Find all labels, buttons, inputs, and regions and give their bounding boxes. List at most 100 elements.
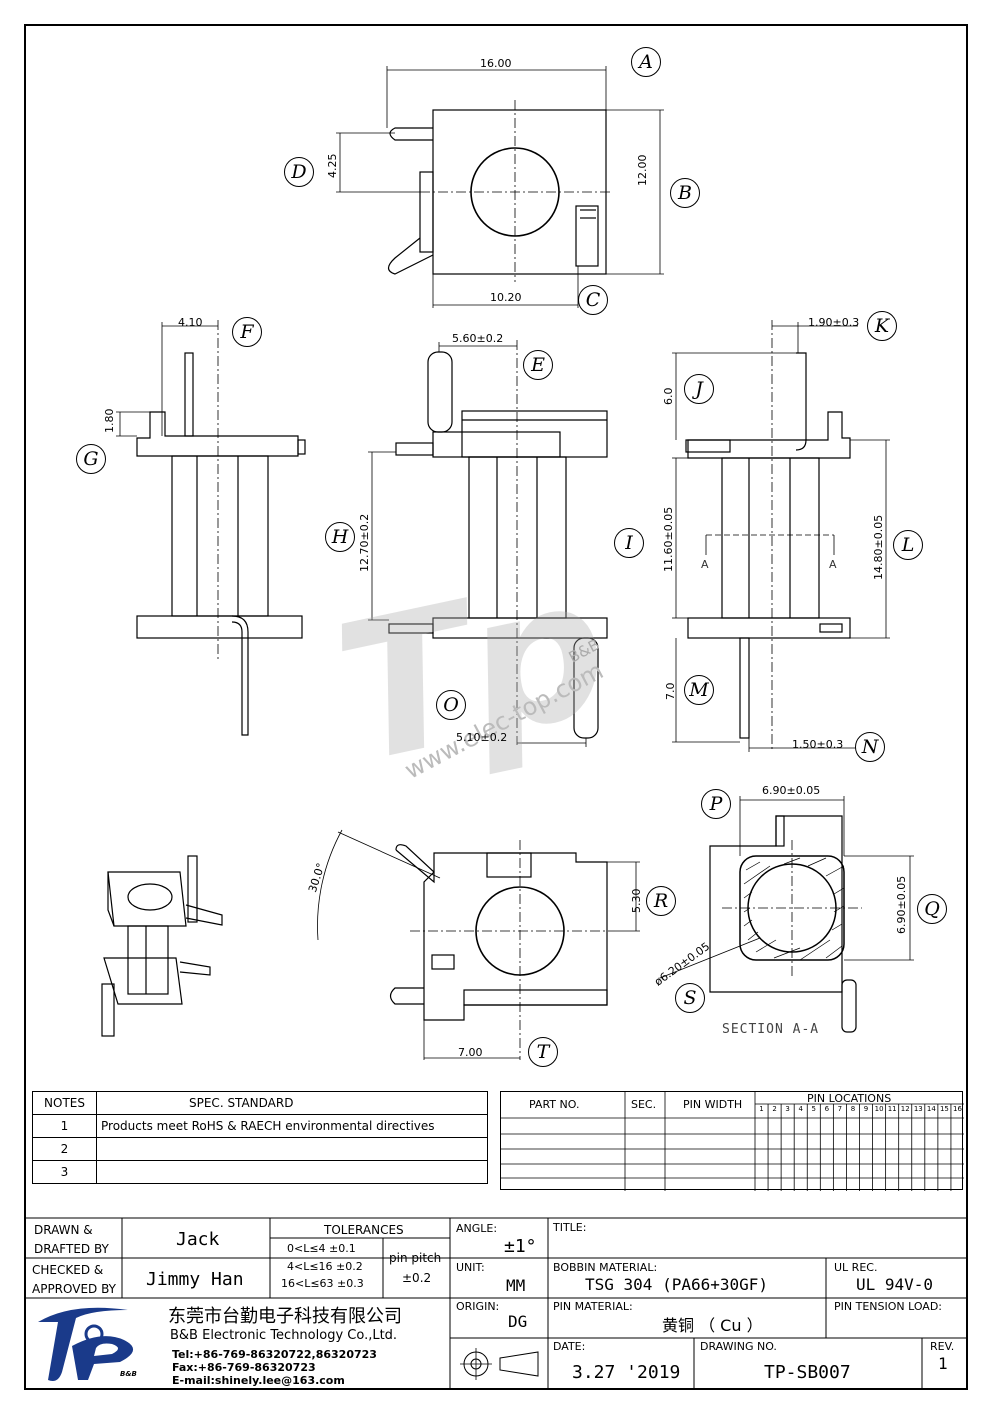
section-view [659, 796, 914, 1033]
label-f: F [232, 317, 262, 347]
pin-number: 11 [887, 1105, 897, 1113]
label-c: C [578, 285, 608, 315]
notes-table: NOTES SPEC. STANDARD 1 Products meet RoH… [32, 1091, 488, 1184]
notes-header-spec: SPEC. STANDARD [96, 1091, 488, 1115]
unit-value: MM [506, 1276, 526, 1295]
pin-number: 7 [837, 1105, 843, 1113]
dim-f: 4.10 [178, 316, 203, 329]
date-label: DATE: [553, 1340, 586, 1353]
label-e: E [523, 350, 553, 380]
unit-label: UNIT: [456, 1261, 485, 1274]
tol-row-3: 16<L≤63 ±0.3 [281, 1277, 364, 1290]
note-no-2: 2 [32, 1137, 97, 1161]
label-q: Q [917, 894, 947, 924]
label-o: O [436, 690, 466, 720]
dim-d: 4.25 [326, 153, 339, 179]
pin-number: 5 [811, 1105, 817, 1113]
dim-a: 16.00 [480, 57, 512, 70]
parts-header-sec: SEC. [631, 1098, 657, 1111]
pin-number: 16 [953, 1105, 962, 1113]
dim-i: 11.60±0.05 [662, 506, 675, 572]
pin-number: 8 [850, 1105, 856, 1113]
company-tel: Tel:+86-769-86320722,86320723 [172, 1348, 377, 1361]
top-view [336, 66, 664, 308]
dim-h: 12.70±0.2 [358, 513, 371, 572]
checked-label: CHECKED & APPROVED BY [32, 1263, 117, 1296]
pin-number: 4 [798, 1105, 803, 1113]
label-k: K [867, 311, 897, 341]
isometric-view [101, 855, 223, 1037]
pin-number: 14 [926, 1105, 936, 1113]
tolerances-label: TOLERANCES [324, 1223, 404, 1237]
dim-c: 10.20 [490, 291, 522, 304]
bobbin-label: BOBBIN MATERIAL: [553, 1261, 658, 1274]
date-value: 3.27 '2019 [572, 1362, 681, 1383]
section-title: SECTION A-A [722, 1022, 820, 1037]
pin-number: 10 [874, 1105, 884, 1113]
dim-k: 1.90±0.3 [808, 316, 860, 329]
pin-number: 15 [939, 1105, 949, 1113]
pin-tension-label: PIN TENSION LOAD: [834, 1300, 943, 1313]
company-fax: Fax:+86-769-86320723 [172, 1361, 316, 1374]
note-no-3: 3 [32, 1160, 97, 1184]
label-s: S [675, 983, 705, 1013]
side-view-left [116, 320, 306, 736]
label-b: B [670, 178, 700, 208]
dim-n: 1.50±0.3 [792, 738, 844, 751]
note-text-1: Products meet RoHS & RAECH environmental… [96, 1114, 488, 1138]
dim-m: 7.0 [664, 682, 677, 701]
origin-value: DG [508, 1312, 528, 1331]
origin-label: ORIGIN: [456, 1300, 500, 1313]
label-r: R [646, 886, 676, 916]
dim-b: 12.00 [636, 154, 649, 187]
label-i: I [614, 528, 644, 558]
pin-number: 1 [759, 1105, 764, 1113]
label-l: L [893, 530, 923, 560]
label-h: H [325, 522, 355, 552]
section-tag-left: A [701, 558, 709, 571]
pin-number: 9 [863, 1105, 869, 1113]
pin-material-value: 黄铜 （ Cu ） [662, 1316, 763, 1335]
pin-number: 13 [913, 1105, 923, 1113]
dim-j: 6.0 [662, 387, 675, 406]
angle-label: ANGLE: [456, 1222, 498, 1235]
tol-row-1: 0<L≤4 ±0.1 [287, 1242, 356, 1255]
title-block-lines [26, 1217, 966, 1390]
parts-header-partno: PART NO. [529, 1098, 580, 1111]
logo-mark [38, 1307, 134, 1381]
drawing-frame [24, 24, 968, 1390]
company-name-cn: 东莞市台勤电子科技有限公司 [168, 1306, 402, 1327]
logo-subtext: B&B [120, 1370, 137, 1378]
company-name-en: B&B Electronic Technology Co.,Ltd. [170, 1328, 398, 1343]
checked-by: Jimmy Han [146, 1269, 244, 1290]
label-d: D [284, 157, 314, 187]
dim-o: 5.10±0.2 [456, 731, 508, 744]
pin-pitch-value: ±0.2 [402, 1271, 432, 1285]
parts-header-pinloc: PIN LOCATIONS [807, 1092, 892, 1105]
bobbin-value: TSG 304 (PA66+30GF) [585, 1275, 769, 1294]
label-a: A [631, 47, 661, 77]
angle-value: ±1° [504, 1236, 537, 1257]
pin-number: 6 [824, 1105, 830, 1113]
label-n: N [855, 732, 885, 762]
notes-header-no: NOTES [32, 1091, 97, 1115]
label-p: P [701, 789, 731, 819]
dim-l: 14.80±0.05 [872, 514, 885, 580]
dim-e: 5.60±0.2 [452, 332, 504, 345]
parts-grid [501, 1092, 964, 1191]
dim-t: 7.00 [458, 1046, 483, 1059]
pin-pitch-label: pin pitch [389, 1251, 442, 1265]
drawn-by: Jack [176, 1229, 220, 1250]
front-view [368, 340, 608, 747]
company-logo: B&B [32, 1300, 154, 1386]
dim-q: 6.90±0.05 [895, 875, 908, 934]
label-m: M [684, 675, 714, 705]
rev-label: REV. [930, 1340, 955, 1353]
dim-p: 6.90±0.05 [762, 784, 821, 797]
tol-row-2: 4<L≤16 ±0.2 [287, 1260, 363, 1273]
drawing-no-label: DRAWING NO. [700, 1340, 777, 1353]
note-no-1: 1 [32, 1114, 97, 1138]
side-view-right [672, 320, 890, 752]
note-text-3 [96, 1160, 488, 1184]
